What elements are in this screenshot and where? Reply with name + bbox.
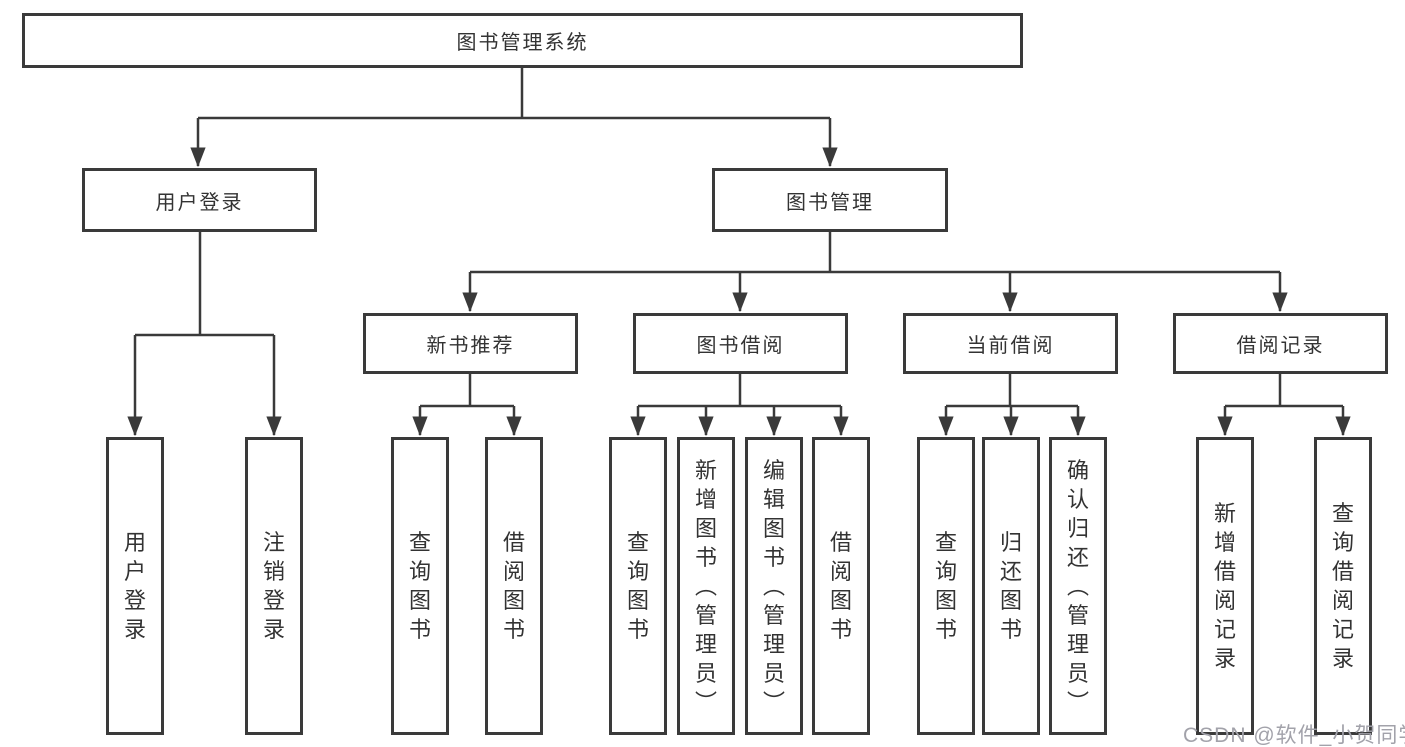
node-label: 查询图书 bbox=[626, 530, 649, 642]
leaf-current-query-books: 查询图书 bbox=[917, 437, 975, 735]
node-label: 注销登录 bbox=[262, 530, 285, 642]
node-label: 确认归还︵管理员︶ bbox=[1066, 457, 1089, 715]
node-label: 用户登录 bbox=[123, 530, 146, 642]
node-borrowing-records: 借阅记录 bbox=[1173, 313, 1388, 374]
node-current-borrowing: 当前借阅 bbox=[903, 313, 1118, 374]
node-label: 归还图书 bbox=[999, 530, 1022, 642]
node-label: 借阅记录 bbox=[1236, 335, 1325, 357]
node-label: 图书借阅 bbox=[696, 335, 785, 357]
node-label: 查询图书 bbox=[934, 530, 957, 642]
leaf-borrowing-add-books-admin: 新增图书︵管理员︶ bbox=[677, 437, 735, 735]
node-label: 查询借阅记录 bbox=[1331, 501, 1354, 671]
node-library-management-system: 图书管理系统 bbox=[22, 13, 1023, 68]
leaf-borrowing-query-books: 查询图书 bbox=[609, 437, 667, 735]
csdn-watermark: CSDN @软件_小贺同学 bbox=[1183, 724, 1405, 747]
node-label: 当前借阅 bbox=[966, 335, 1055, 357]
node-label: 借阅图书 bbox=[502, 530, 525, 642]
node-label: 图书管理 bbox=[786, 191, 874, 214]
leaf-records-add-borrow-record: 新增借阅记录 bbox=[1196, 437, 1254, 735]
leaf-borrowing-borrow-books: 借阅图书 bbox=[812, 437, 870, 735]
node-book-management: 图书管理 bbox=[712, 168, 948, 232]
node-label: 查询图书 bbox=[408, 530, 431, 642]
leaf-recommend-borrow-books: 借阅图书 bbox=[485, 437, 543, 735]
node-label: 用户登录 bbox=[155, 191, 244, 214]
node-label: 编辑图书︵管理员︶ bbox=[762, 457, 785, 715]
node-label: 图书管理系统 bbox=[456, 32, 589, 54]
leaf-current-confirm-return-admin: 确认归还︵管理员︶ bbox=[1049, 437, 1107, 735]
node-label: 新增图书︵管理员︶ bbox=[694, 457, 717, 715]
node-new-book-recommendation: 新书推荐 bbox=[363, 313, 578, 374]
leaf-current-return-books: 归还图书 bbox=[982, 437, 1040, 735]
leaf-logout: 注销登录 bbox=[245, 437, 303, 735]
leaf-user-login: 用户登录 bbox=[106, 437, 164, 735]
leaf-borrowing-edit-books-admin: 编辑图书︵管理员︶ bbox=[745, 437, 803, 735]
node-user-login: 用户登录 bbox=[82, 168, 317, 232]
node-label: 新增借阅记录 bbox=[1213, 501, 1236, 671]
leaf-records-query-borrow-record: 查询借阅记录 bbox=[1314, 437, 1372, 735]
leaf-recommend-query-books: 查询图书 bbox=[391, 437, 449, 735]
node-label: 借阅图书 bbox=[829, 530, 852, 642]
node-book-borrowing: 图书借阅 bbox=[633, 313, 848, 374]
node-label: 新书推荐 bbox=[426, 335, 515, 357]
